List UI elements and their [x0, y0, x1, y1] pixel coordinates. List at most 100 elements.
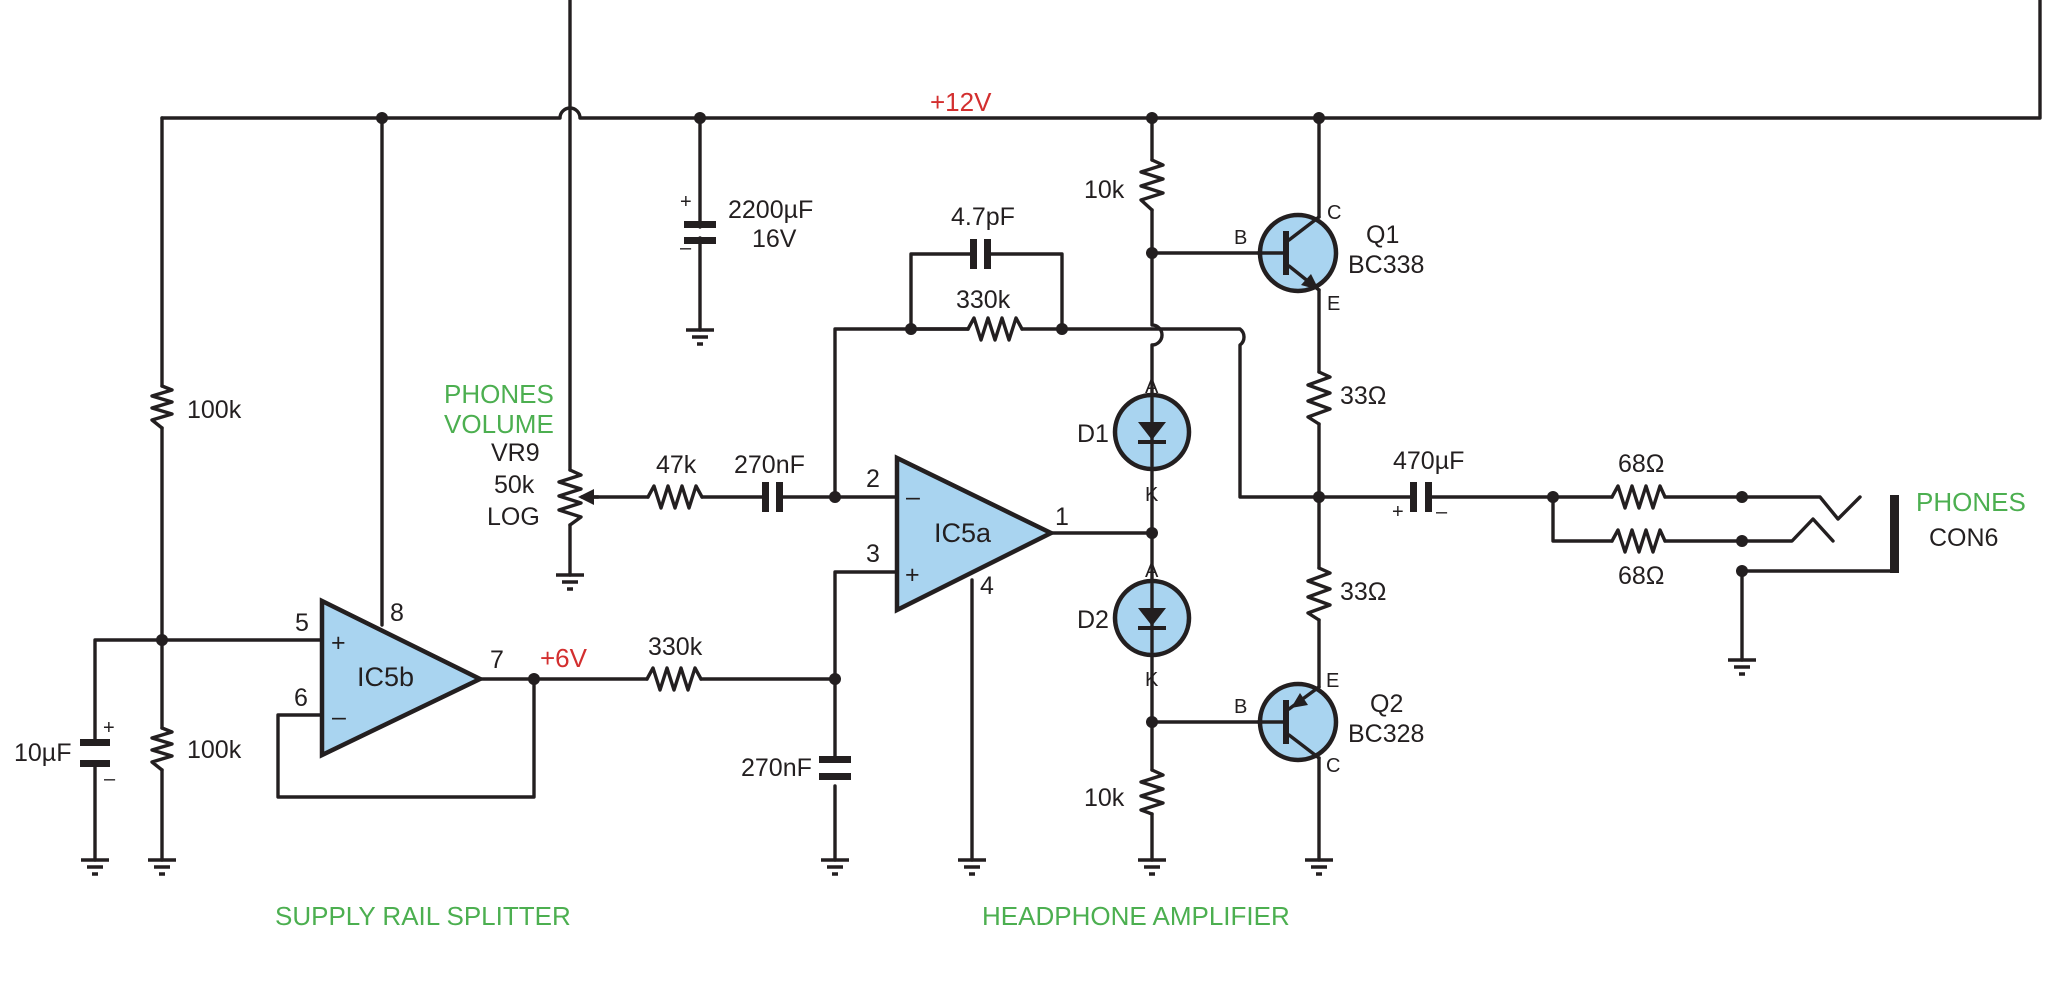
ic5b-pin6: 6: [294, 684, 308, 712]
ic5b-name: IC5b: [357, 662, 414, 692]
potentiometer-vr9: [557, 468, 600, 527]
volume-label-line1: PHONES: [444, 379, 554, 409]
resistor-10k-top: [1139, 158, 1165, 212]
d1-anode-label: A: [1145, 376, 1159, 398]
bulk-cap-value: 2200µF: [728, 196, 813, 224]
resistor-68-bottom: [1610, 528, 1667, 554]
opamp-ic5b-body: [319, 597, 486, 759]
opamp-ic5a: [894, 454, 1057, 614]
ground-icon: [1728, 658, 1756, 676]
jack-contact-wire: [1740, 495, 1897, 662]
grounds: [81, 328, 1756, 876]
cap-270nf-coupling-plate-right: [776, 482, 783, 512]
section-title-amplifier: HEADPHONE AMPLIFIER: [982, 901, 1290, 931]
c470uf-plus: +: [1392, 501, 1404, 523]
ground-icon: [686, 328, 714, 346]
jack-label: PHONES: [1916, 487, 2026, 517]
resistors: [150, 158, 1667, 816]
r47k-label: 47k: [656, 451, 697, 479]
diode-d2: [1112, 578, 1192, 658]
junction-dot: [1547, 491, 1559, 503]
resistor-33-top: [1306, 370, 1332, 426]
junction-dot: [528, 673, 540, 685]
cap-470uf-plate-right: [1425, 482, 1432, 512]
resistor-r100k-top: [150, 384, 174, 430]
rail-12v-label: +12V: [930, 87, 992, 117]
load-resistor-wire: [1551, 495, 1744, 543]
junction-dot: [1736, 565, 1748, 577]
junction-dot: [694, 112, 706, 124]
cap-470uf-plate-left: [1410, 482, 1417, 512]
jack-ref: CON6: [1929, 524, 1998, 552]
rail-6v-label: +6V: [540, 643, 588, 673]
diode-d1: [1112, 392, 1192, 472]
ic5a-name: IC5a: [934, 518, 992, 548]
diode-d1-triangle-icon: [1138, 422, 1166, 440]
ground-icon: [1138, 858, 1166, 876]
junction-dot: [156, 634, 168, 646]
feedback-cap-wire: [909, 252, 1064, 331]
ic5b-pin5: 5: [295, 609, 309, 637]
q2-type: BC328: [1348, 720, 1424, 748]
c10uf-plus: +: [103, 717, 115, 739]
emitter-arrow-icon: [1301, 274, 1319, 290]
d2-anode-label: A: [1145, 560, 1159, 582]
q1-type: BC338: [1348, 251, 1424, 279]
transistor-q2-collector: [1287, 733, 1321, 760]
bias-node-wire: [833, 570, 899, 862]
transistor-q1: [1256, 212, 1339, 294]
c10uf-minus: –: [104, 768, 116, 790]
d1-cathode-label: K: [1145, 484, 1159, 506]
junction-dot: [829, 673, 841, 685]
cap-2200uf-plate-bottom: [684, 237, 716, 244]
capacitors: [80, 221, 1432, 780]
resistor-r100k-bottom: [150, 726, 174, 772]
d1-label: D1: [1077, 420, 1109, 448]
q2-ref: Q2: [1370, 690, 1403, 718]
q1-ref: Q1: [1366, 221, 1399, 249]
diode-d1-bar: [1138, 440, 1166, 444]
q1-base-label: B: [1234, 227, 1247, 249]
d2-cathode-label: K: [1145, 669, 1159, 691]
ground-icon: [1305, 858, 1333, 876]
r10k-bottom-label: 10k: [1084, 784, 1125, 812]
ground-icon: [81, 858, 109, 876]
junction-dot: [376, 112, 388, 124]
cap-2200uf-plate-top: [684, 221, 716, 228]
ic5a-pin3: 3: [866, 540, 880, 568]
opamp-ic5b: [319, 597, 486, 759]
vr9-value: 50k: [494, 471, 535, 499]
resistor-68-top: [1610, 484, 1667, 510]
transistor-q1-base-bar: [1283, 231, 1289, 275]
feedback-resistor-label: 330k: [956, 286, 1011, 314]
cap-270nf-bias-plate-top: [819, 756, 851, 763]
diode-d2-triangle-icon: [1138, 608, 1166, 626]
q1-collector-label: C: [1327, 202, 1341, 224]
cap-270nf-coupling-plate-left: [762, 482, 769, 512]
r100k-bottom-label: 100k: [187, 736, 242, 764]
ic5a-pin4: 4: [980, 572, 994, 600]
splitter-cap-wire: [93, 638, 164, 862]
resistor-33-bottom: [1306, 566, 1332, 622]
bulk-cap-plus: +: [680, 191, 692, 213]
emitter-arrow-icon: [1291, 693, 1308, 708]
wiring: [93, 0, 2042, 862]
junction-dot: [1056, 323, 1068, 335]
bulk-cap-voltage: 16V: [752, 225, 797, 253]
jack-sleeve: [1890, 495, 1899, 573]
transistor-q1-collector: [1287, 215, 1321, 242]
r100k-top-label: 100k: [187, 396, 242, 424]
junction-dot: [1146, 112, 1158, 124]
transistor-q2-base-bar: [1283, 700, 1289, 744]
vr9-track: [557, 468, 583, 527]
r68-bottom-label: 68Ω: [1618, 562, 1665, 590]
q2-collector-label: C: [1326, 755, 1340, 777]
c270nf-coupling-label: 270nF: [734, 451, 805, 479]
q2-emitter-label: E: [1326, 670, 1339, 692]
opamp-ic5a-body: [894, 454, 1057, 614]
ic5b-pin7: 7: [490, 646, 504, 674]
c470uf-label: 470µF: [1393, 447, 1464, 475]
resistor-10k-bottom: [1139, 768, 1165, 816]
cap-10uf-plate-bottom: [80, 760, 110, 767]
